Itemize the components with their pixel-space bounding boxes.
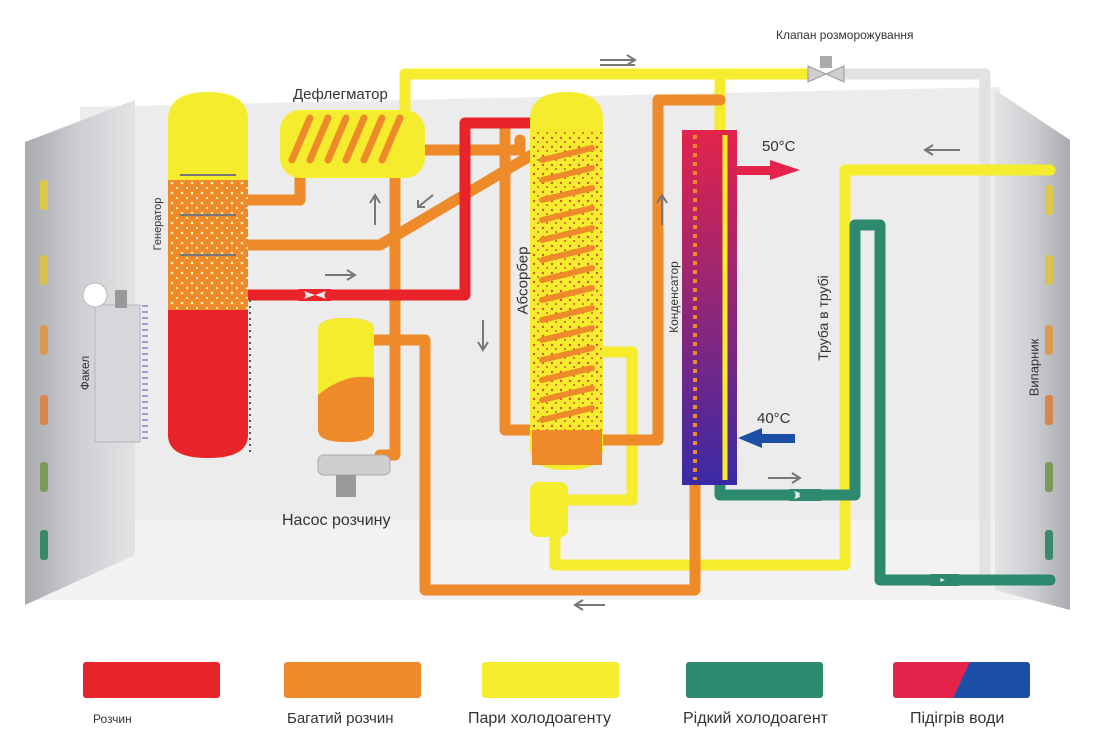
legend-swatch-water-heating (893, 662, 1030, 698)
defrost-return-pipe (840, 68, 991, 585)
legend-label-solution: Розчин (93, 712, 132, 726)
hot-water-temperature: 50°C (762, 138, 796, 155)
generator-label: Генератор (152, 197, 164, 251)
legend-label-liquid-refrigerant: Рідкий холодоагент (683, 710, 828, 727)
pipe-in-pipe-label: Труба в трубі (815, 275, 831, 361)
legend-swatch-solution (83, 662, 220, 698)
condenser (682, 130, 737, 485)
legend-label-water-heating: Підігрів води (910, 710, 1005, 727)
flow-arrows (325, 54, 960, 611)
left-wall-indicators (40, 180, 48, 560)
defrost-valve-icon (807, 56, 845, 83)
cold-water-inlet-icon (738, 428, 795, 448)
burner (82, 282, 148, 443)
evaporator-valve (930, 574, 960, 586)
legend-label-refrigerant-vapor: Пари холодоагенту (468, 710, 611, 727)
absorber (530, 92, 603, 470)
legend-swatch-refrigerant-vapor (482, 662, 619, 698)
solution-pump-label: Насос розчину (282, 512, 391, 529)
receiver-tank (530, 482, 568, 537)
generator (168, 92, 251, 458)
defrost-valve-label: Клапан розморожування (776, 28, 914, 42)
legend-swatch-rich-solution (284, 662, 421, 698)
right-wall-indicators (1045, 185, 1053, 560)
floor-panel (30, 520, 1050, 600)
refrigerant-valve (788, 489, 822, 501)
cold-water-temperature: 40°C (757, 410, 791, 427)
evaporator-label: Випарник (1026, 338, 1042, 397)
dephlegmator-label: Дефлегматор (293, 86, 388, 103)
condenser-label: Конденсатор (667, 261, 681, 333)
dephlegmator (280, 110, 425, 178)
solution-pump (317, 318, 391, 497)
solution-valve (298, 289, 332, 301)
absorber-label: Абсорбер (514, 246, 532, 315)
burner-label: Факел (78, 355, 92, 391)
legend-label-rich-solution: Багатий розчин (287, 710, 394, 727)
legend-swatch-liquid-refrigerant (686, 662, 823, 698)
left-wall (25, 100, 135, 605)
hot-water-outlet-icon (737, 160, 800, 180)
